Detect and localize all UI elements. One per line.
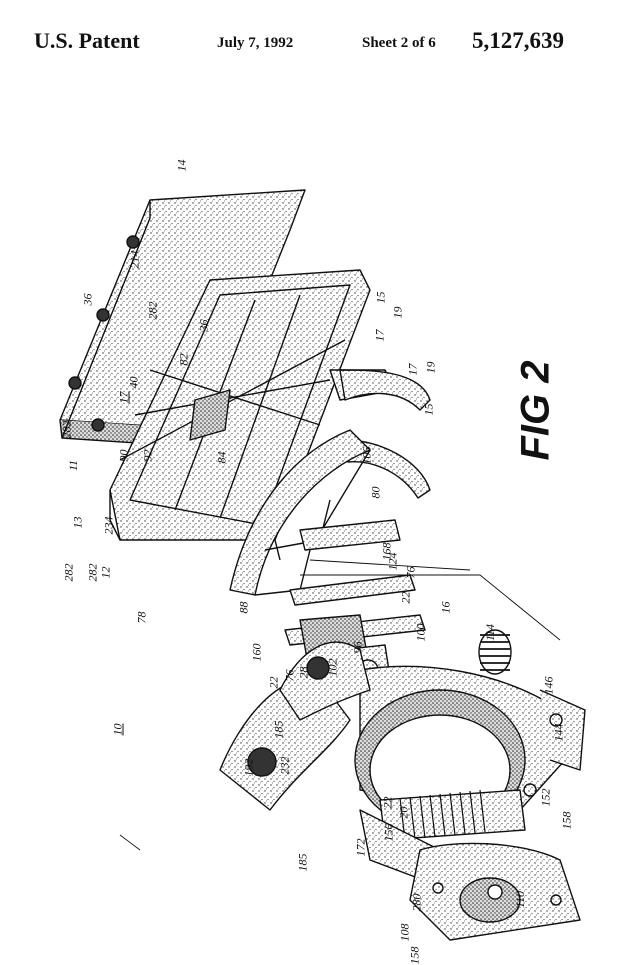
ref-84: 84 xyxy=(214,451,229,464)
ref-19a: 19 xyxy=(390,306,405,319)
ref-15a: 15 xyxy=(373,291,388,304)
ref-80: 80 xyxy=(368,486,383,499)
ref-11: 11 xyxy=(66,459,81,472)
ref-168: 168 xyxy=(379,542,394,561)
ref-282a: 282 xyxy=(145,301,160,320)
ref-114: 114 xyxy=(483,623,498,642)
ref-102: 102 xyxy=(325,658,340,677)
ref-172: 172 xyxy=(353,838,368,857)
ref-106: 106 xyxy=(359,446,374,465)
ref-158b: 158 xyxy=(559,811,574,830)
ref-19b: 19 xyxy=(423,361,438,374)
ref-100: 100 xyxy=(413,623,428,642)
sheet-number: Sheet 2 of 6 xyxy=(362,35,436,51)
ref-13: 13 xyxy=(70,516,85,529)
patent-header: U.S. Patent July 7, 1992 Sheet 2 of 6 5,… xyxy=(0,0,621,70)
ref-234: 234 xyxy=(101,516,116,535)
ref-282c: 282 xyxy=(85,563,100,582)
ref-88: 88 xyxy=(236,601,251,614)
ref-160: 160 xyxy=(249,643,264,662)
patent-office: U.S. Patent xyxy=(34,28,140,53)
ref-17a: 17 xyxy=(116,391,131,404)
ref-110: 110 xyxy=(513,890,528,909)
ref-10: 10 xyxy=(110,723,125,736)
ref-90: 90 xyxy=(116,449,131,462)
ref-78: 78 xyxy=(134,611,149,624)
ref-16: 16 xyxy=(438,601,453,614)
patent-number: 5,127,639 xyxy=(472,28,564,53)
ref-146: 146 xyxy=(541,676,556,695)
ref-82: 82 xyxy=(176,353,191,366)
ref-76b: 76 xyxy=(403,566,418,579)
ref-17b: 17 xyxy=(372,329,387,342)
ref-152: 152 xyxy=(538,788,553,807)
patent-drawing: 10 11 12 13 14 15 15 16 17 17 17 19 19 2… xyxy=(0,70,621,965)
ref-14: 14 xyxy=(174,159,189,172)
issue-date: July 7, 1992 xyxy=(217,35,294,51)
ref-156: 156 xyxy=(381,823,396,842)
ref-22a: 22 xyxy=(266,676,281,689)
ref-15b: 15 xyxy=(421,403,436,416)
ref-280: 280 xyxy=(409,893,424,912)
ref-28: 28 xyxy=(296,666,311,679)
ref-96: 96 xyxy=(350,641,365,654)
ref-185a: 185 xyxy=(271,720,286,739)
ref-158a: 158 xyxy=(407,946,422,965)
ref-185b: 185 xyxy=(295,853,310,872)
ref-108: 108 xyxy=(397,923,412,942)
ref-22c: 22 xyxy=(380,796,395,809)
figure-title: FIG 2 xyxy=(513,360,558,461)
ref-36b: 36 xyxy=(196,319,211,332)
ref-40: 40 xyxy=(126,376,141,389)
ref-144: 144 xyxy=(551,723,566,742)
ref-282b: 282 xyxy=(59,420,74,439)
ref-76a: 76 xyxy=(282,669,297,682)
ref-22b: 22 xyxy=(398,591,413,604)
ref-36a: 36 xyxy=(80,293,95,306)
ref-192: 192 xyxy=(241,758,256,777)
ref-282d: 282 xyxy=(61,563,76,582)
ref-12: 12 xyxy=(98,566,113,579)
ref-17c: 17 xyxy=(405,363,420,376)
ref-92: 92 xyxy=(140,449,155,462)
ref-20: 20 xyxy=(396,806,411,819)
exploded-view-illustration xyxy=(59,189,586,941)
ref-232: 232 xyxy=(277,756,292,775)
ref-214: 214 xyxy=(127,250,142,269)
